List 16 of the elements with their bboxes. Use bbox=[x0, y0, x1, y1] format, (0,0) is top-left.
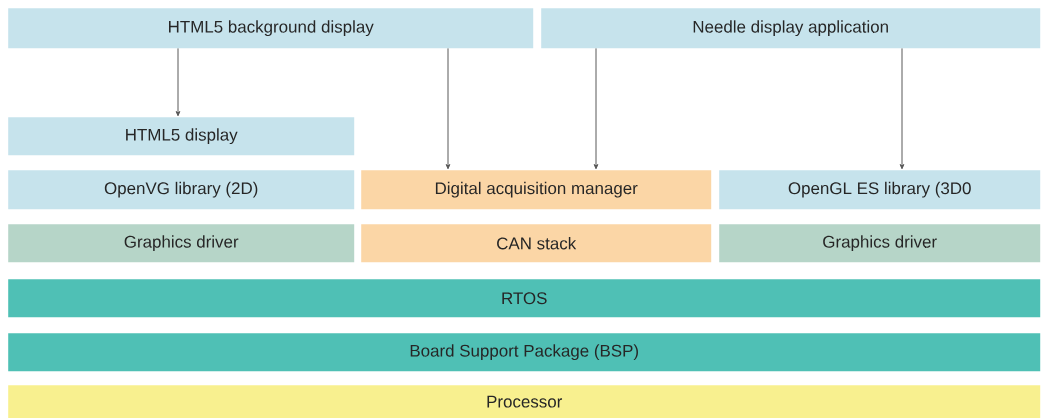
component-box: HTML5 background display bbox=[8, 8, 534, 49]
layer-band: RTOS bbox=[8, 279, 1041, 318]
component-box: CAN stack bbox=[361, 224, 712, 263]
arrow bbox=[899, 47, 905, 170]
component-box: Graphics driver bbox=[8, 224, 355, 263]
arrow bbox=[593, 47, 599, 170]
component-box: HTML5 display bbox=[8, 117, 355, 156]
arrow bbox=[175, 47, 181, 117]
component-box: OpenGL ES library (3D0 bbox=[719, 170, 1041, 210]
component-box: Needle display application bbox=[541, 8, 1041, 49]
component-box: Digital acquisition manager bbox=[361, 170, 712, 210]
layer-band: Processor bbox=[8, 385, 1041, 418]
component-box: Graphics driver bbox=[719, 224, 1041, 263]
layer-band: Board Support Package (BSP) bbox=[8, 333, 1041, 372]
arrow bbox=[445, 47, 451, 170]
component-box: OpenVG library (2D) bbox=[8, 170, 355, 210]
